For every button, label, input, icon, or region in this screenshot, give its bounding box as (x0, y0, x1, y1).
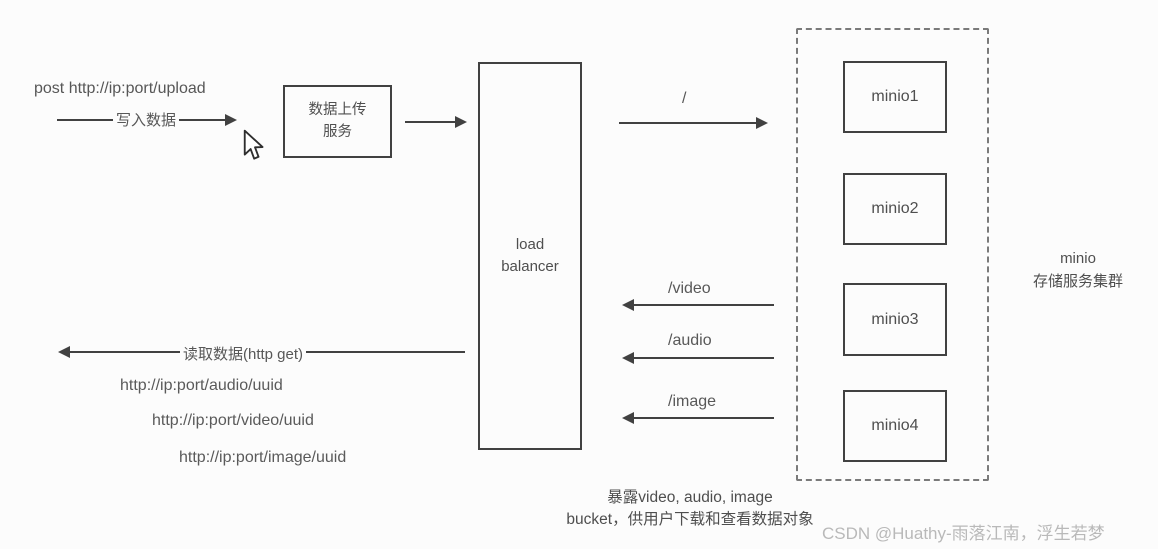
read-url-audio: http://ip:port/audio/uuid (120, 377, 283, 394)
minio3-node-box: minio3 (843, 283, 947, 356)
load-balancer-label: load balancer (501, 235, 559, 276)
arrowhead-right-icon (225, 114, 237, 126)
arrowhead-left-icon (622, 299, 634, 311)
audio-return-arrow (622, 352, 774, 364)
upload-service-label-line2: 服务 (323, 123, 352, 140)
lb-to-cluster-arrow (619, 117, 768, 129)
load-balancer-box: load balancer (478, 62, 582, 450)
upload-service-box: 数据上传 服务 (283, 85, 392, 158)
minio1-node-box: minio1 (843, 61, 947, 133)
video-route-label: /video (668, 280, 711, 297)
mouse-cursor-icon (243, 129, 264, 160)
minio4-node-box: minio4 (843, 390, 947, 462)
upload-service-label-line1: 数据上传 (308, 102, 367, 119)
read-url-video: http://ip:port/video/uuid (152, 412, 314, 429)
video-return-arrow (622, 299, 774, 311)
bucket-caption-line1: 暴露video, audio, image (607, 489, 773, 506)
bucket-caption-line2: bucket，供用户下载和查看数据对象 (566, 511, 814, 529)
csdn-watermark: CSDN @Huathy-雨落江南，浮生若梦 (822, 524, 1105, 543)
minio-cluster-box (796, 28, 989, 481)
arrowhead-right-icon (455, 116, 467, 128)
minio2-label: minio2 (871, 200, 919, 217)
arrowhead-left-icon (622, 352, 634, 364)
read-data-label: 读取数据(http get) (180, 343, 307, 364)
minio2-node-box: minio2 (843, 173, 947, 245)
read-url-image: http://ip:port/image/uuid (179, 449, 347, 466)
post-upload-url-label: post http://ip:port/upload (34, 80, 206, 97)
minio4-label: minio4 (871, 417, 919, 434)
arrowhead-left-icon (58, 346, 70, 358)
cluster-title-line2: 存储服务集群 (1032, 272, 1123, 290)
arrowhead-left-icon (622, 412, 634, 424)
image-route-label: /image (668, 393, 717, 410)
root-route-label: / (682, 90, 687, 107)
image-return-arrow (622, 412, 774, 424)
cluster-title-line1: minio (1060, 250, 1096, 267)
bucket-caption: 暴露video, audio, image bucket，供用户下载和查看数据对… (520, 487, 860, 532)
cluster-title: minio 存储服务集群 (1002, 248, 1154, 293)
minio3-label: minio3 (871, 310, 919, 328)
arrowhead-right-icon (756, 117, 768, 129)
service-to-lb-arrow (405, 116, 467, 128)
audio-route-label: /audio (668, 332, 712, 349)
write-data-label: 写入数据 (113, 109, 180, 130)
minio1-label: minio1 (871, 88, 919, 105)
